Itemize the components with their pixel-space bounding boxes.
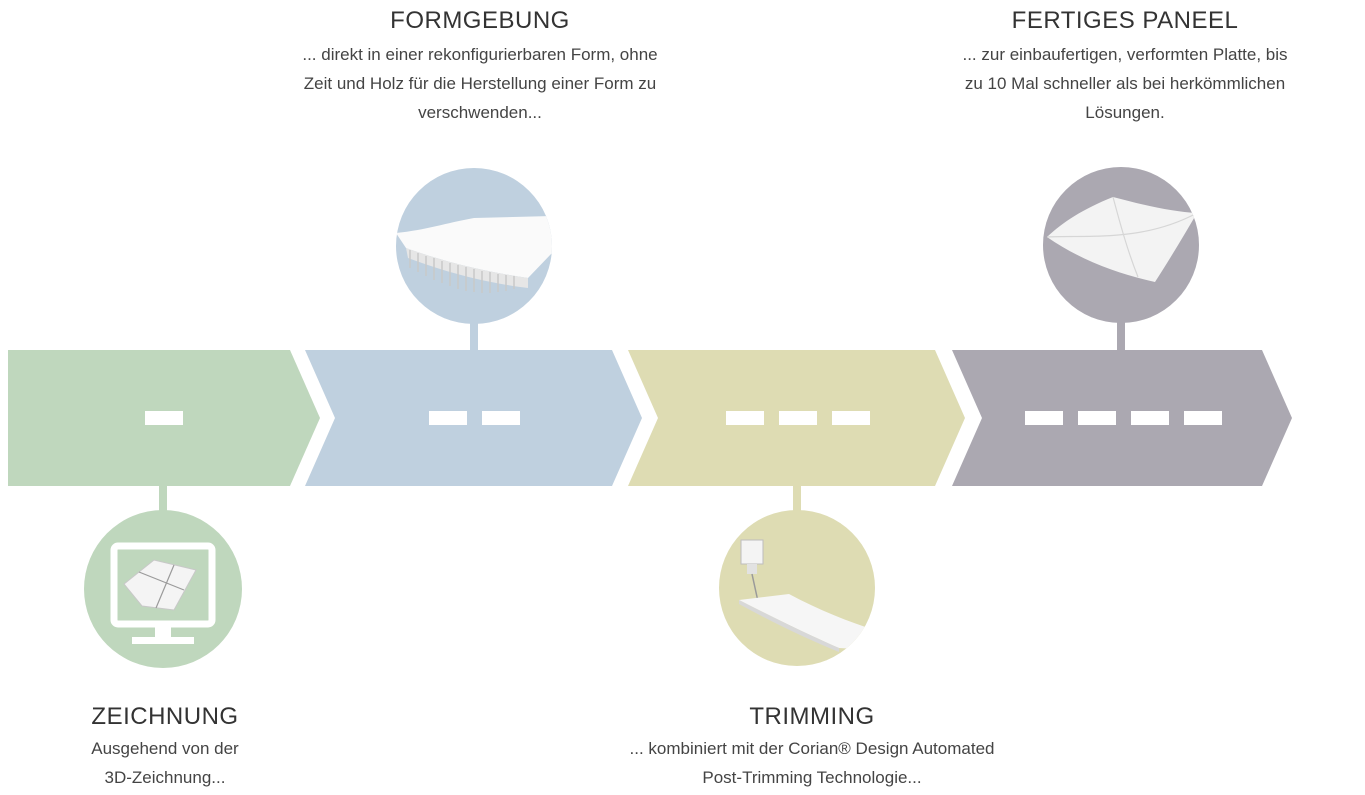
step-4-description-line: zu 10 Mal schneller als bei herkömmliche… bbox=[964, 74, 1286, 93]
step-3-marker bbox=[832, 411, 870, 425]
step-2-description-line: Zeit und Holz für die Herstellung einer … bbox=[303, 74, 657, 93]
connector-step-4 bbox=[1117, 318, 1125, 350]
step-3-marker bbox=[726, 411, 764, 425]
step-3-title: TRIMMING bbox=[749, 703, 875, 730]
arrow-step-4 bbox=[952, 350, 1292, 486]
connector-step-3 bbox=[793, 486, 801, 516]
step-3-marker bbox=[779, 411, 817, 425]
step-3-text: TRIMMING ... kombiniert mit der Corian® … bbox=[542, 702, 1082, 792]
step-4-text: FERTIGES PANEEL ... zur einbaufertigen, … bbox=[895, 6, 1355, 127]
step-4-marker bbox=[1131, 411, 1169, 425]
step-1-text: ZEICHNUNG Ausgehend von der 3D-Zeichnung… bbox=[20, 702, 310, 792]
reconfigurable-mould-icon bbox=[396, 216, 552, 293]
step-1-description-line: Ausgehend von der bbox=[91, 739, 239, 758]
step-3-description-line: ... kombiniert mit der Corian® Design Au… bbox=[629, 739, 995, 758]
step-1-circle bbox=[84, 510, 242, 668]
step-4-description-line: Lösungen. bbox=[1085, 103, 1165, 122]
step-2-marker bbox=[429, 411, 467, 425]
step-1-title: ZEICHNUNG bbox=[91, 703, 239, 730]
step-2-text: FORMGEBUNG ... direkt in einer rekonfigu… bbox=[230, 6, 730, 127]
step-2-description-line: ... direkt in einer rekonfigurierbaren F… bbox=[302, 45, 658, 64]
step-4-circle bbox=[1043, 167, 1199, 323]
connector-step-1 bbox=[159, 486, 167, 522]
step-2-title: FORMGEBUNG bbox=[390, 7, 570, 34]
step-2-circle bbox=[396, 168, 552, 324]
finished-panel-icon bbox=[1046, 196, 1198, 282]
step-2-marker bbox=[482, 411, 520, 425]
step-4-description-line: ... zur einbaufertigen, verformten Platt… bbox=[962, 45, 1288, 64]
arrow-step-2 bbox=[305, 350, 642, 486]
step-2-description-line: verschwenden... bbox=[418, 103, 542, 122]
step-4-title: FERTIGES PANEEL bbox=[1011, 7, 1239, 34]
trimming-tool-icon bbox=[739, 539, 875, 652]
step-4-marker bbox=[1025, 411, 1063, 425]
step-3-description-line: Post-Trimming Technologie... bbox=[702, 768, 922, 787]
step-4-marker bbox=[1184, 411, 1222, 425]
step-1-marker bbox=[145, 411, 183, 425]
step-3-circle bbox=[719, 510, 875, 666]
monitor-drawing-icon bbox=[110, 542, 216, 644]
connector-step-2 bbox=[470, 318, 478, 350]
step-4-marker bbox=[1078, 411, 1116, 425]
step-1-description-line: 3D-Zeichnung... bbox=[104, 768, 226, 787]
